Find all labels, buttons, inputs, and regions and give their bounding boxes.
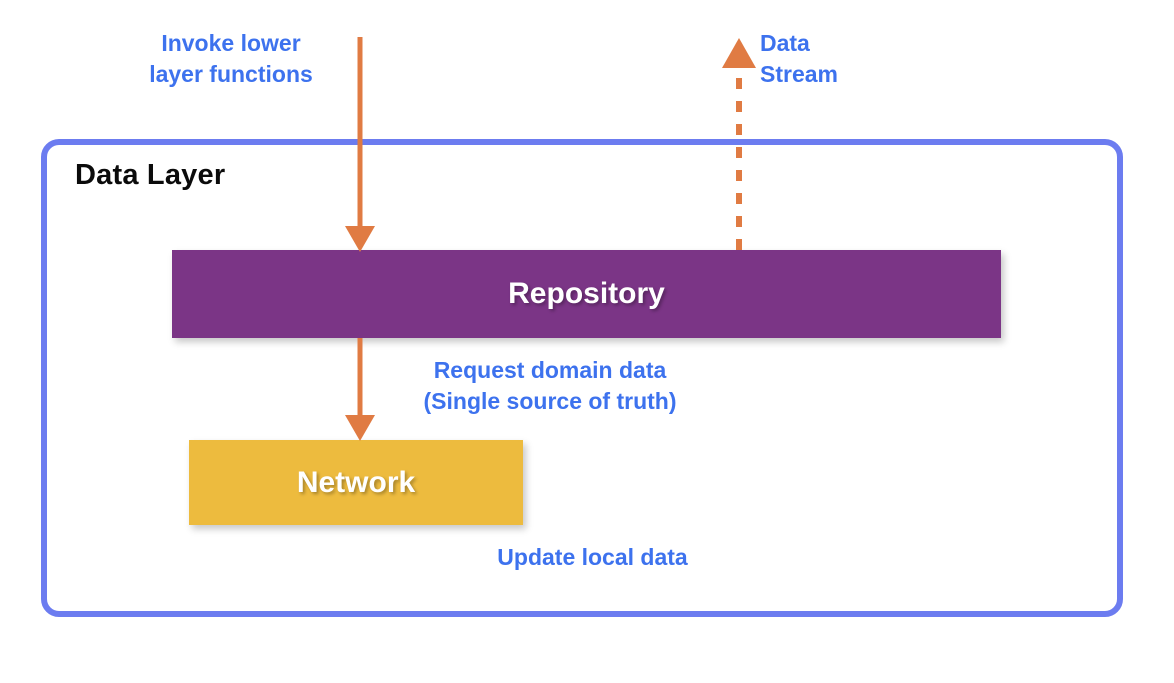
network-block[interactable]: Network (189, 440, 523, 525)
data-layer-container (41, 139, 1123, 617)
repository-block[interactable]: Repository (172, 250, 1001, 338)
annotation-update-local-data: Update local data (497, 544, 688, 570)
annotation-invoke-lower-layer-functions: Invoke lower layer functions (149, 30, 313, 87)
data-layer-title: Data Layer (75, 159, 226, 191)
annotation-data-stream: Data Stream (760, 30, 838, 87)
repository-label: Repository (508, 277, 665, 310)
annotation-request-domain-data: Request domain data (Single source of tr… (423, 357, 677, 414)
network-label: Network (296, 465, 416, 499)
